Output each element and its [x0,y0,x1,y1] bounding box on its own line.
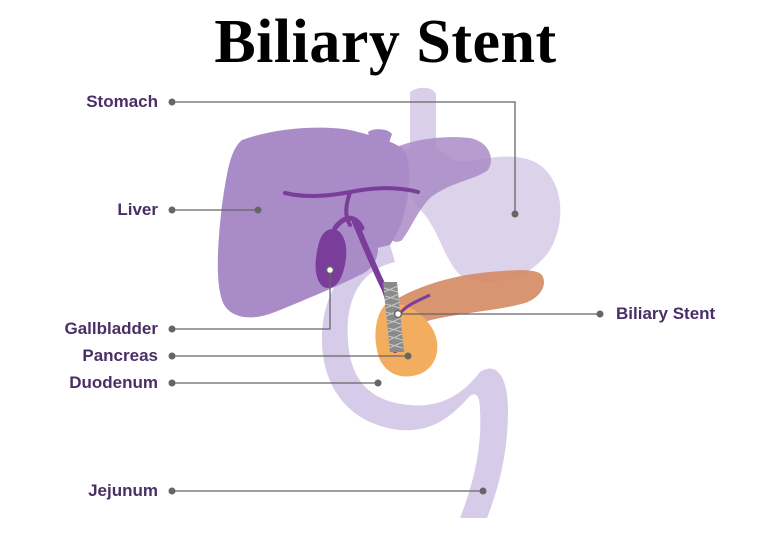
stomach-dot-left [168,98,176,106]
gallbladder-leader [172,270,331,330]
pancreas-dot-end [404,352,412,360]
duodenum-dot-end [374,379,382,387]
page-title: Biliary Stent [214,8,557,76]
pancreas-dot-left [168,352,176,360]
gallbladder-shape [315,229,347,288]
gallbladder-dot-end [325,265,335,275]
pancreas-body-shape [395,270,545,332]
label-gallbladder: Gallbladder [64,319,158,338]
hepatic-duct-right [344,190,352,227]
liver-shape [217,127,410,318]
biliary-stent-shape [383,282,431,352]
label-jejunum: Jejunum [88,481,158,500]
label-duodenum: Duodenum [69,373,158,392]
stomach-leader [172,101,516,214]
leader-dots [168,98,604,495]
liver-dot-end [254,206,262,214]
label-biliary-stent: Biliary Stent [616,304,716,323]
label-stomach: Stomach [86,92,158,111]
stomach-dot-end [511,210,519,218]
liver-notch-shape [368,129,392,146]
cystic-duct [332,215,365,231]
jejunum-dot-left [168,487,176,495]
duodenum-dot-left [168,379,176,387]
label-pancreas: Pancreas [82,346,158,365]
jejunum-dot-end [479,487,487,495]
leader-lines [172,101,600,492]
stent-dot-start [393,309,403,319]
liver-left-lobe-shape [387,137,491,242]
label-liver: Liver [117,200,158,219]
stent-dot-end [596,310,604,318]
duodenum-shape [321,245,508,518]
gallbladder-dot-left [168,325,176,333]
liver-dot-left [168,206,176,214]
